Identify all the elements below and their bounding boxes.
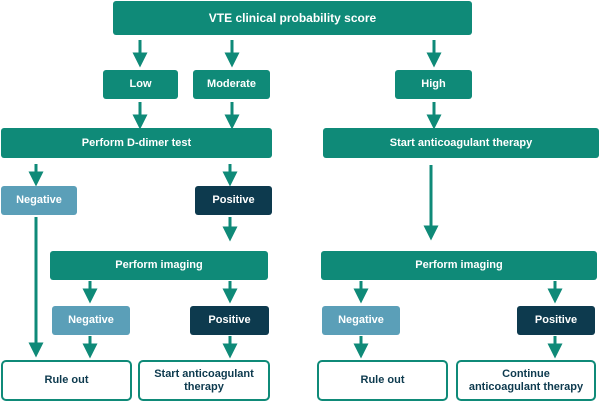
high-label: High (421, 78, 446, 90)
rule-out-right-label: Rule out (360, 374, 405, 386)
moderate-box: Moderate (193, 70, 270, 99)
rule-out-left-label: Rule out (44, 374, 89, 386)
ddimer-positive-box: Positive (195, 186, 272, 215)
imaging-right-positive-label: Positive (534, 314, 578, 326)
high-box: High (395, 70, 472, 99)
rule-out-left-box: Rule out (1, 360, 132, 401)
imaging-right-positive-box: Positive (517, 306, 595, 335)
imaging-left-positive-box: Positive (190, 306, 269, 335)
imaging-right-box: Perform imaging (321, 251, 597, 280)
imaging-left-negative-label: Negative (68, 314, 114, 326)
ddimer-negative-box: Negative (1, 186, 77, 215)
continue-anticoag-line2: anticoagulant therapy (468, 380, 584, 393)
vte-score-box: VTE clinical probability score (113, 1, 472, 35)
ddimer-negative-label: Negative (16, 194, 62, 206)
continue-anticoag-line1: Continue (502, 367, 550, 380)
rule-out-right-box: Rule out (317, 360, 448, 401)
moderate-label: Moderate (207, 78, 256, 90)
start-anticoag-top-box: Start anticoagulant therapy (323, 128, 599, 158)
imaging-left-positive-label: Positive (208, 314, 251, 326)
ddimer-positive-label: Positive (212, 194, 255, 206)
start-anticoag-bottom-line2: therapy (184, 380, 224, 393)
low-label: Low (129, 78, 152, 90)
imaging-left-negative-box: Negative (52, 306, 130, 335)
imaging-right-label: Perform imaging (415, 259, 503, 271)
start-anticoag-bottom-box: Start anticoagulant therapy (138, 360, 270, 401)
ddimer-box: Perform D-dimer test (1, 128, 272, 158)
start-anticoag-top-label: Start anticoagulant therapy (389, 136, 533, 149)
imaging-left-box: Perform imaging (50, 251, 268, 280)
ddimer-label: Perform D-dimer test (81, 136, 192, 149)
low-box: Low (103, 70, 178, 99)
vte-score-label: VTE clinical probability score (208, 10, 377, 25)
imaging-left-label: Perform imaging (115, 259, 203, 271)
continue-anticoag-box: Continue anticoagulant therapy (456, 360, 596, 401)
start-anticoag-bottom-line1: Start anticoagulant (154, 367, 254, 380)
imaging-right-negative-label: Negative (338, 314, 384, 326)
imaging-right-negative-box: Negative (322, 306, 400, 335)
